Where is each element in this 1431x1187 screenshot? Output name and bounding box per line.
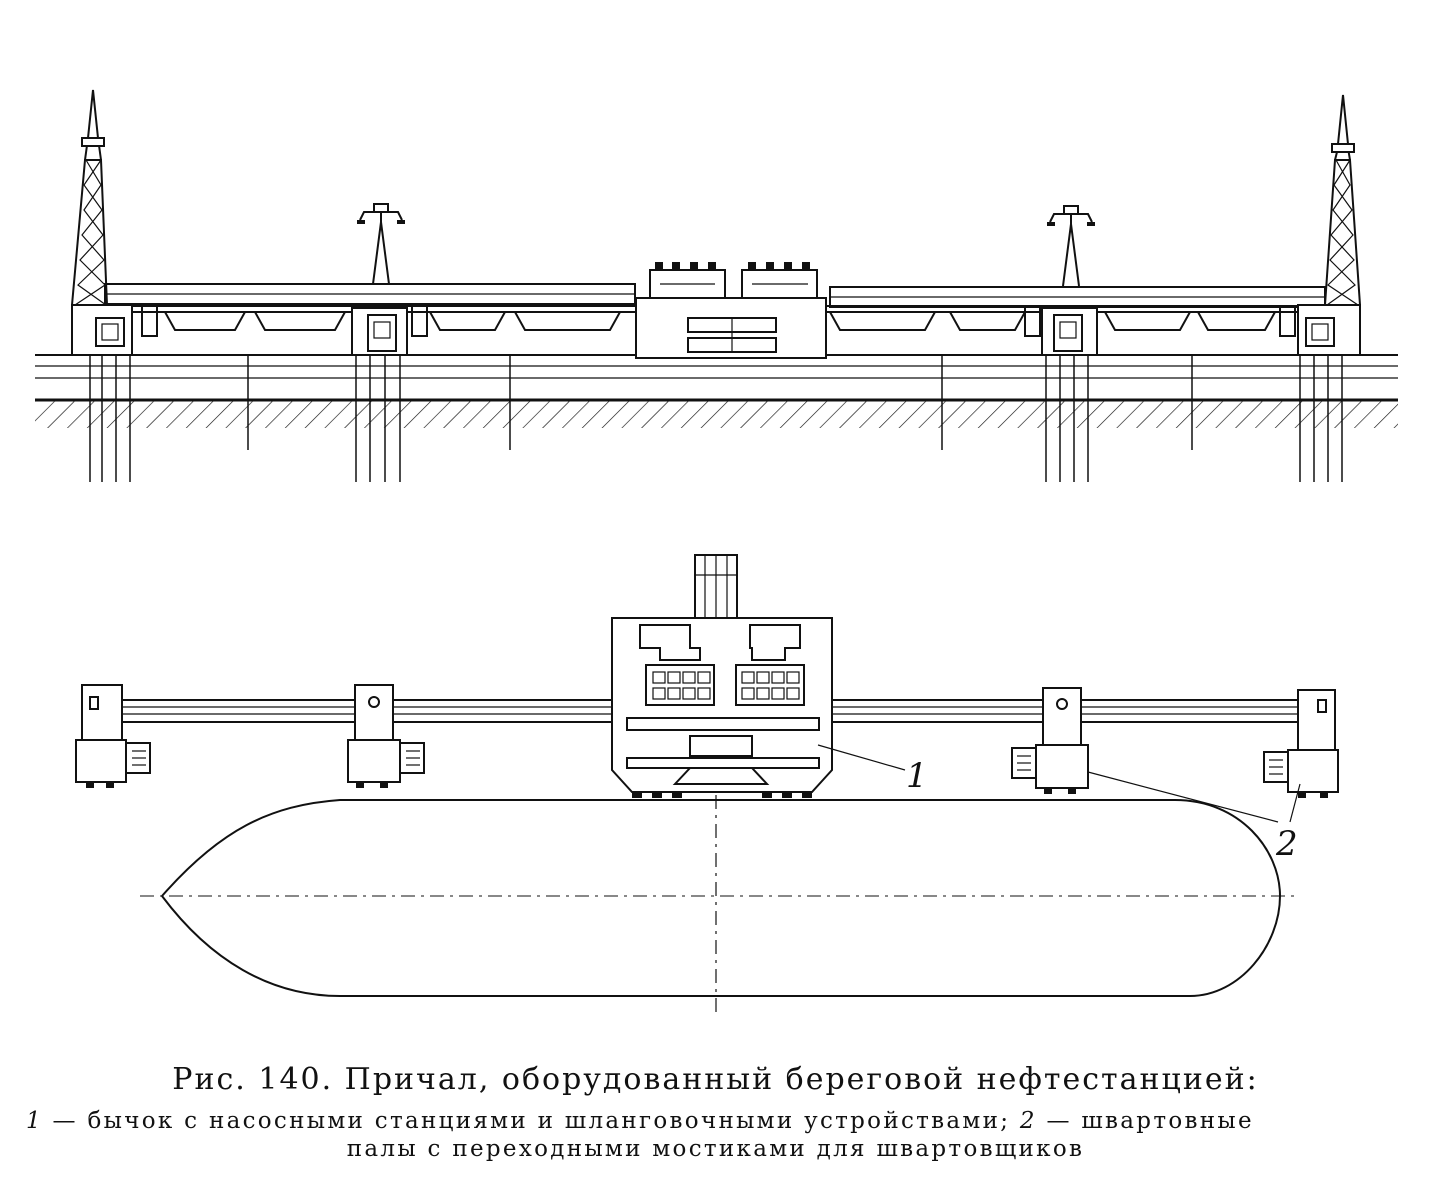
dolphin-left-mid (351, 305, 428, 356)
pump-station-building (635, 262, 827, 359)
figure-caption-title: Рис. 140. Причал, оборудованный берегово… (172, 1062, 1259, 1097)
legend-item-1-text: — бычок с насосными станциями и шлангово… (42, 1108, 1020, 1134)
leader-2b (1289, 783, 1301, 823)
legend-item-2-text: — швартовные (1036, 1108, 1254, 1134)
dolphin-plan-left-end (75, 684, 151, 788)
walkway-bridges (117, 699, 1301, 723)
dolphin-right-end (1279, 304, 1361, 356)
dolphin-plan-right-mid (1011, 687, 1089, 794)
seabed (35, 398, 1398, 428)
figure-legend-line1: 1 — бычок с насосными станциями и шланго… (26, 1108, 1416, 1134)
figure-legend-line2: палы с переходными мостиками для швартов… (346, 1136, 1085, 1162)
dolphin-right-mid (1024, 305, 1098, 356)
dolphin-plan-right-end (1263, 689, 1339, 798)
elevation-view (35, 89, 1398, 482)
tanker-hull (160, 799, 1282, 997)
lattice-tower-left (71, 89, 108, 306)
leader-2a (1087, 771, 1279, 823)
plan-view: 1 2 (75, 554, 1339, 1012)
callout-label-1: 1 (906, 756, 928, 796)
legend-item-2-number: 2 (1019, 1108, 1037, 1134)
lattice-tower-right (1324, 94, 1361, 306)
legend-item-1-number: 1 (26, 1108, 43, 1134)
callout-label-2: 2 (1275, 824, 1298, 864)
leader-1 (817, 744, 906, 771)
light-mast-left (357, 203, 405, 285)
dolphin-plan-left-mid (347, 684, 425, 788)
light-mast-right (1047, 205, 1095, 287)
pump-pier (611, 554, 833, 798)
dolphin-left-end (71, 304, 158, 356)
